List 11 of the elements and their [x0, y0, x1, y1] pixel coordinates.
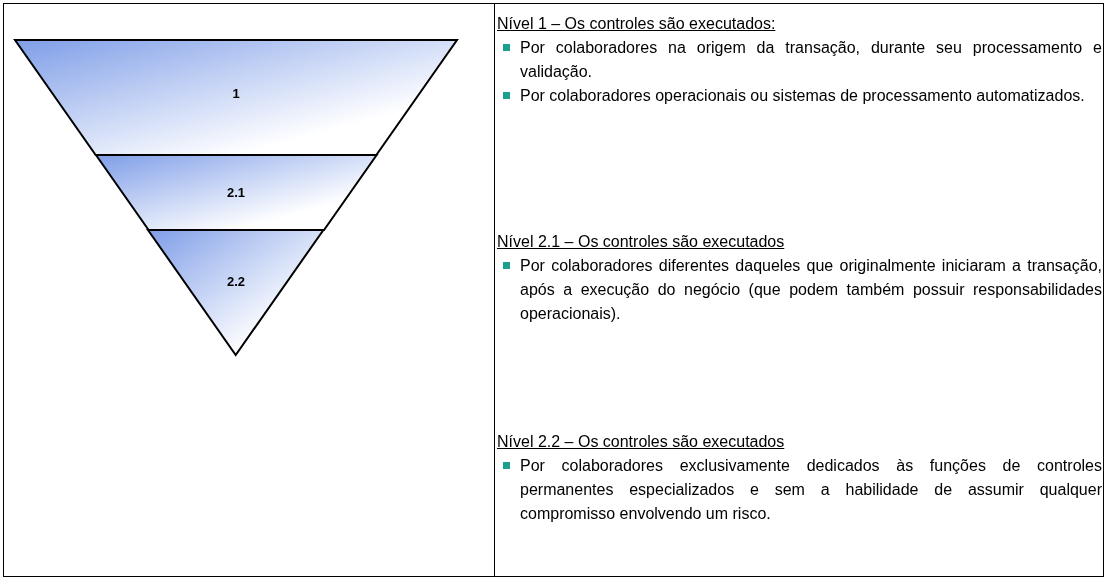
section-heading: Nível 2.2 – Os controles são executados — [497, 432, 785, 452]
bullet-text: Por colaboradores diferentes daqueles que originalmente iniciaram a transação, após a execução do negócio (que podem também possuir responsabilidades operacionais). — [520, 256, 1102, 324]
pyramid-band — [148, 230, 324, 355]
section-heading: Nível 1 – Os controles são executados: — [497, 14, 776, 34]
bullet-text: Por colaboradores operacionais ou sistemas de processamento automatizados. — [520, 86, 1086, 106]
bullet-text: Por colaboradores exclusivamente dedicados às funções de controles permanentes especializados e sem a habilidade de assumir qualquer compromisso envolvendo um risco. — [520, 456, 1102, 524]
bullet-text: Por colaboradores na origem da transação, durante seu processamento e validação. — [520, 38, 1102, 82]
level-number: 2.1 — [225, 185, 246, 200]
level-number: 2.2 — [225, 273, 247, 289]
section-heading: Nível 2.1 – Os controles são executados — [497, 232, 785, 252]
level-number: 1 — [231, 86, 241, 101]
